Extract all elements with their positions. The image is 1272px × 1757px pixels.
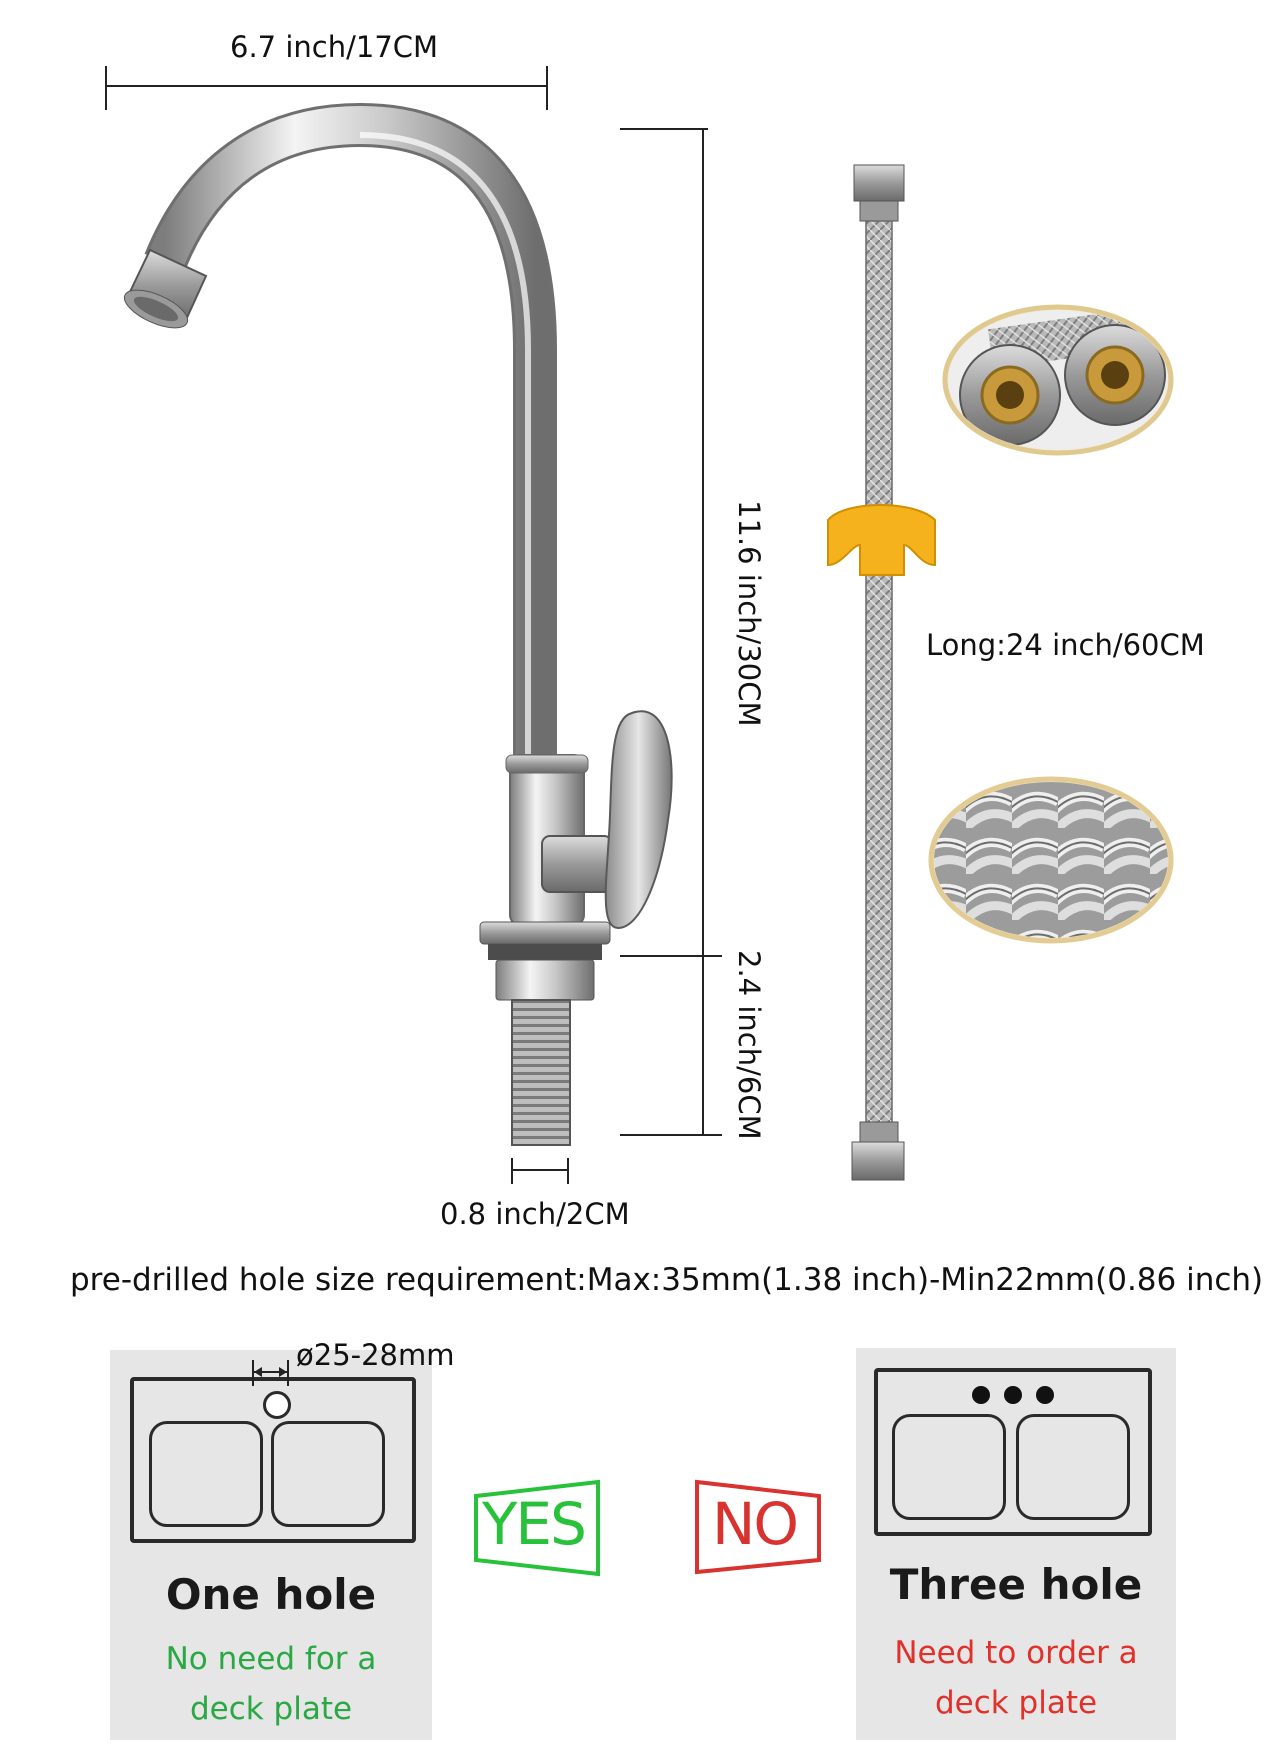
faucet-hole-icon xyxy=(263,1391,291,1419)
hose-clip-icon xyxy=(827,504,936,576)
base-width-dimension-label: 0.8 inch/2CM xyxy=(440,1197,630,1231)
three-hole-line1: Need to order a xyxy=(894,1635,1138,1671)
base-height-dimension-label: 2.4 inch/6CM xyxy=(732,950,766,1140)
sink-bowl-right xyxy=(271,1421,385,1527)
height-dimension-label: 11.6 inch/30CM xyxy=(732,500,766,727)
sink-bowl-left xyxy=(149,1421,263,1527)
three-hole-panel: Three hole Need to order a deck plate xyxy=(856,1348,1176,1740)
yes-label: YES xyxy=(482,1490,587,1558)
diameter-label: ø25-28mm xyxy=(296,1338,455,1372)
three-hole-sink-icon xyxy=(874,1368,1152,1536)
faucet-shank xyxy=(511,999,571,1146)
faucet-spout xyxy=(144,102,557,760)
faucet-hole-icon xyxy=(972,1386,990,1404)
no-stamp-frame xyxy=(695,1479,821,1575)
faucet-hole-icon xyxy=(1004,1386,1022,1404)
three-hole-title: Three hole xyxy=(889,1560,1143,1609)
one-hole-line1: No need for a xyxy=(165,1641,377,1677)
hose-fitting-closeup xyxy=(942,304,1174,456)
hose-braid-closeup xyxy=(928,776,1174,944)
three-hole-line2: deck plate xyxy=(934,1685,1098,1721)
hose-length-label: Long:24 inch/60CM xyxy=(926,628,1205,662)
one-hole-title: One hole xyxy=(165,1570,377,1619)
sink-bowl-right xyxy=(1016,1414,1130,1520)
faucet-handle xyxy=(604,710,673,930)
one-hole-line2: deck plate xyxy=(189,1691,353,1727)
one-hole-panel: One hole No need for a deck plate xyxy=(110,1350,432,1740)
no-label: NO xyxy=(712,1490,799,1558)
sink-bowl-left xyxy=(892,1414,1006,1520)
yes-stamp-frame xyxy=(474,1479,600,1577)
faucet-illustration xyxy=(105,66,1174,1184)
faucet-aerator xyxy=(123,248,208,329)
faucet-hole-icon xyxy=(1036,1386,1054,1404)
diameter-arrow-icon xyxy=(252,1360,289,1386)
hole-size-requirement: pre-drilled hole size requirement:Max:35… xyxy=(70,1262,1264,1298)
braided-hose xyxy=(827,164,936,1181)
one-hole-sink-icon xyxy=(130,1377,416,1543)
width-dimension-label: 6.7 inch/17CM xyxy=(230,30,439,64)
